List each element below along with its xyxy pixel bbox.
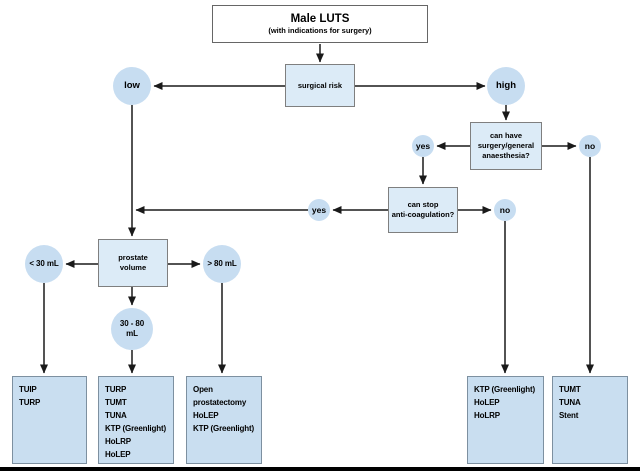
decision-prostate-volume: prostate volume bbox=[98, 239, 168, 287]
branch-anticoag-no: no bbox=[494, 199, 516, 221]
outcome-under-30: TUIP TURP bbox=[12, 376, 87, 464]
branch-anticoag-yes: yes bbox=[308, 199, 330, 221]
branch-risk-low: low bbox=[113, 67, 151, 105]
outcome-no-anticoag-stop: KTP (Greenlight) HoLEP HoLRP bbox=[467, 376, 544, 464]
decision-can-stop-anticoagulation: can stop anti-coagulation? bbox=[388, 187, 458, 233]
outcome-mid-volume: TURP TUMT TUNA KTP (Greenlight) HoLRP Ho… bbox=[98, 376, 174, 464]
start-node-male-luts: Male LUTS (with indications for surgery) bbox=[212, 5, 428, 43]
outcome-over-80: Open prostatectomy HoLEP KTP (Greenlight… bbox=[186, 376, 262, 464]
branch-risk-high: high bbox=[487, 67, 525, 105]
branch-surgery-no: no bbox=[579, 135, 601, 157]
start-node-title: Male LUTS bbox=[290, 13, 350, 25]
branch-volume-over-80: > 80 mL bbox=[203, 245, 241, 283]
decision-surgical-risk: surgical risk bbox=[285, 64, 355, 107]
decision-can-have-surgery: can have surgery/general anaesthesia? bbox=[470, 122, 542, 170]
start-node-subtitle: (with indications for surgery) bbox=[268, 26, 372, 35]
branch-volume-mid: 30 - 80 mL bbox=[111, 308, 153, 350]
branch-surgery-yes: yes bbox=[412, 135, 434, 157]
image-bottom-border bbox=[0, 467, 640, 471]
branch-volume-under-30: < 30 mL bbox=[25, 245, 63, 283]
outcome-no-surgery: TUMT TUNA Stent bbox=[552, 376, 628, 464]
